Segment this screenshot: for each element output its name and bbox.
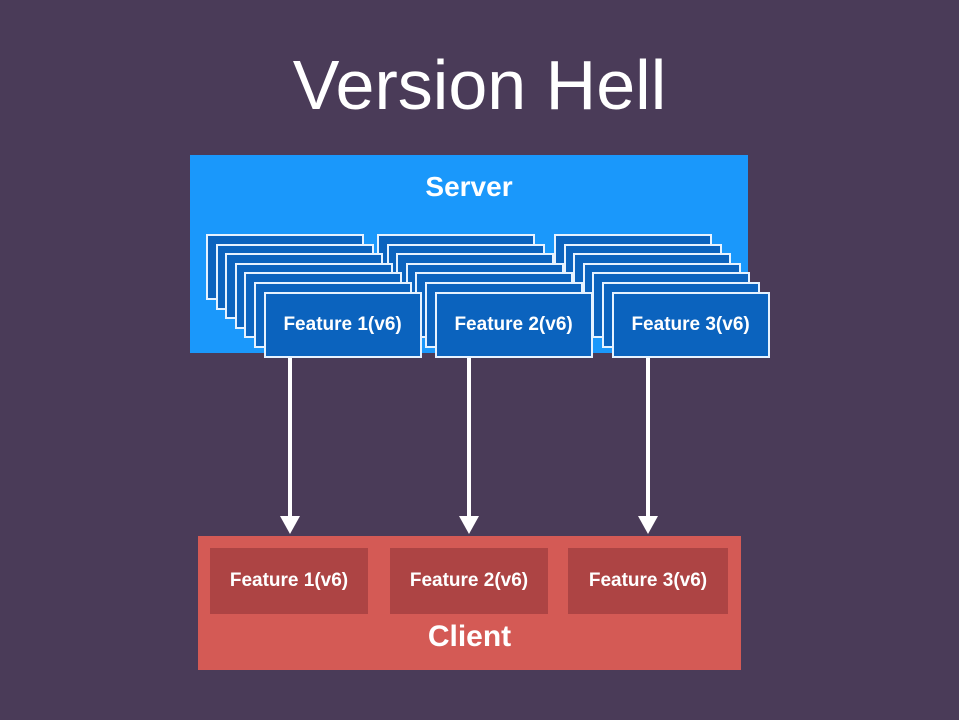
client-feature-2-label: Feature 2(v6) [409, 570, 529, 591]
client-feature-3: Feature 3(v6) [568, 548, 728, 614]
arrow-1-line [288, 358, 292, 518]
client-box: Feature 1(v6) Feature 2(v6) Feature 3(v6… [198, 536, 741, 670]
arrow-1-head-icon [280, 516, 300, 534]
client-feature-2: Feature 2(v6) [390, 548, 548, 614]
server-feature-2: Feature 2(v6) [434, 291, 593, 358]
client-feature-3-label: Feature 3(v6) [588, 570, 708, 591]
server-feature-1-label: Feature 1(v6) [283, 313, 402, 335]
arrow-3-line [646, 358, 650, 518]
server-feature-3: Feature 3(v6) [611, 291, 770, 358]
client-feature-1: Feature 1(v6) [210, 548, 368, 614]
arrow-2-line [467, 358, 471, 518]
server-label: Server [425, 171, 513, 202]
server-feature-3-label: Feature 3(v6) [631, 313, 750, 335]
arrow-2-head-icon [459, 516, 479, 534]
slide-title: Version Hell [292, 46, 667, 124]
server-feature-2-label: Feature 2(v6) [454, 313, 573, 335]
client-feature-1-label: Feature 1(v6) [229, 570, 349, 591]
server-feature-1: Feature 1(v6) [263, 291, 422, 358]
client-label: Client [427, 620, 512, 653]
arrow-3-head-icon [638, 516, 658, 534]
